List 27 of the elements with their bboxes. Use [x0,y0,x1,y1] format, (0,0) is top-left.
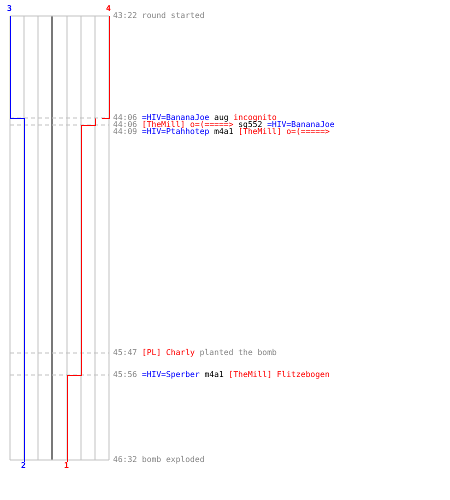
timestamp: 45:47 [113,348,138,357]
player-name: [TheMill] o=(=====> [142,120,234,129]
weapon-name: aug [214,113,229,122]
player-name: =HIV=BananaJoe [267,120,335,129]
player-name: [TheMill] o=(=====> [238,127,330,136]
timestamp: 43:22 [113,11,138,20]
player-name: =HIV=Sperber [142,370,200,379]
weapon-name: sg552 [238,120,262,129]
timestamp: 46:32 [113,455,138,464]
team-count: 1 [64,461,69,470]
weapon-name: m4a1 [214,127,234,136]
player-name: =HIV=Ptahhotep [142,127,210,136]
event-text: round started [142,11,205,20]
timestamp: 44:09 [113,127,138,136]
player-name: [TheMill] Flitzebogen [228,370,330,379]
player-name: incognito [233,113,277,122]
team-count: 3 [7,4,12,13]
event-text: bomb exploded [142,455,205,464]
timestamp: 44:06 [113,120,138,129]
team-count: 4 [106,4,111,13]
weapon-name: m4a1 [204,370,224,379]
team-count: 2 [21,461,26,470]
timestamp: 45:56 [113,370,138,379]
event-text: planted the bomb [200,348,277,357]
player-name: =HIV=BananaJoe [142,113,210,122]
player-name: [PL] Charly [142,348,195,357]
timestamp: 44:06 [113,113,138,122]
